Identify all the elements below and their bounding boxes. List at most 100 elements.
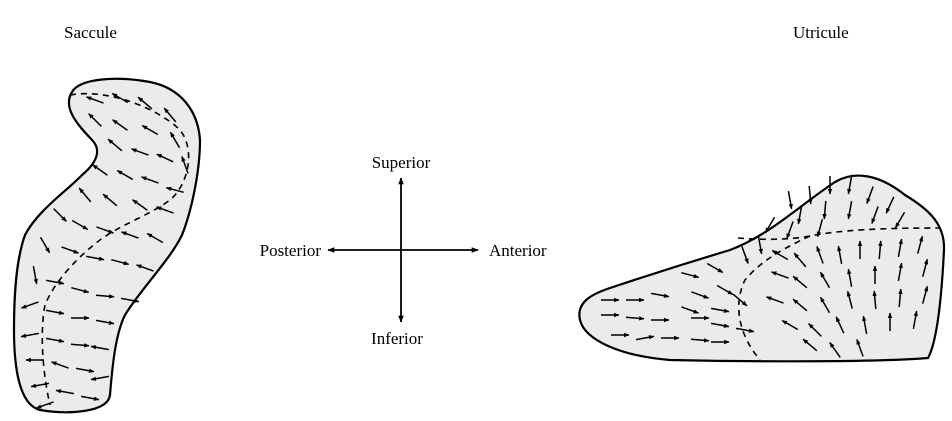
hair-cell-arrow xyxy=(116,169,134,181)
hair-cell-arrow xyxy=(85,255,105,261)
hair-cell-arrow xyxy=(90,375,110,381)
utricule-hair-cell-vectors xyxy=(601,175,929,358)
hair-cell-arrow xyxy=(53,208,67,222)
hair-cell-arrow xyxy=(102,193,118,207)
hair-cell-arrow xyxy=(650,292,670,298)
hair-cell-arrow xyxy=(70,343,90,348)
hair-cell-arrow xyxy=(95,294,115,299)
hair-cell-arrow xyxy=(786,221,794,240)
hair-cell-arrow xyxy=(71,286,90,294)
hair-cell-arrow xyxy=(716,284,734,296)
hair-cell-arrow xyxy=(847,268,853,288)
hair-cell-arrow xyxy=(92,164,108,176)
posterior-label: Posterior xyxy=(260,241,322,260)
hair-cell-arrow xyxy=(30,382,50,388)
hair-cell-arrow xyxy=(706,262,724,274)
hair-cell-arrow xyxy=(120,231,139,239)
hair-cell-arrow xyxy=(111,258,130,266)
hair-cell-arrow xyxy=(20,301,39,309)
hair-cell-arrow xyxy=(802,338,818,352)
hair-cell-arrow xyxy=(681,271,700,279)
hair-cell-arrow xyxy=(690,338,710,343)
hair-cell-arrow xyxy=(691,291,710,299)
hair-cell-arrow xyxy=(156,153,174,163)
hair-cell-arrow xyxy=(35,401,54,409)
hair-cell-arrow xyxy=(765,296,784,304)
hair-cell-arrow xyxy=(45,337,65,343)
saccule-striola xyxy=(41,92,190,406)
hair-cell-arrow xyxy=(132,199,148,211)
hair-cell-arrow xyxy=(764,216,776,234)
hair-cell-arrow xyxy=(808,323,822,337)
hair-cell-arrow xyxy=(916,235,924,254)
hair-cell-arrow xyxy=(50,361,69,369)
hair-cell-arrow xyxy=(897,238,903,258)
hair-cell-arrow xyxy=(88,113,102,127)
utricule-diagram xyxy=(578,174,946,363)
hair-cell-arrow xyxy=(120,297,140,303)
hair-cell-arrow xyxy=(835,316,845,334)
hair-cell-arrow xyxy=(781,319,799,331)
hair-cell-arrow xyxy=(735,327,755,333)
hair-cell-arrow xyxy=(871,206,879,225)
hair-cell-arrow xyxy=(20,332,40,338)
hair-cell-arrow xyxy=(872,290,877,310)
hair-cell-arrow xyxy=(112,119,128,131)
hair-cell-arrow xyxy=(85,96,104,104)
hair-cell-arrow xyxy=(141,124,159,136)
utricule-striola-branch xyxy=(737,235,811,361)
hair-cell-arrow xyxy=(816,245,824,264)
hair-cell-arrow xyxy=(771,249,789,261)
utricule-outline xyxy=(578,174,946,363)
hair-cell-arrow xyxy=(130,148,149,156)
hair-cell-arrow xyxy=(866,186,874,205)
hair-cell-arrow xyxy=(732,293,748,307)
hair-cell-arrow xyxy=(898,288,903,308)
hair-cell-arrow xyxy=(797,205,803,225)
hair-cell-arrow xyxy=(96,226,115,234)
utricule-striola xyxy=(737,227,941,241)
hair-cell-arrow xyxy=(45,279,65,285)
hair-cell-arrow xyxy=(770,271,789,279)
hair-cell-arrow xyxy=(95,319,115,325)
hair-cell-arrow xyxy=(710,322,730,328)
hair-cell-arrow xyxy=(181,155,189,174)
hair-cell-arrow xyxy=(135,264,154,272)
hair-cell-arrow xyxy=(625,316,645,321)
inferior-label: Inferior xyxy=(371,329,423,348)
hair-cell-arrow xyxy=(155,206,174,214)
hair-cell-arrow xyxy=(819,296,831,314)
hair-cell-arrow xyxy=(862,315,868,335)
hair-cell-arrow xyxy=(837,245,843,265)
hair-cell-arrow xyxy=(878,240,883,260)
hair-cell-arrow xyxy=(681,306,700,314)
saccule-title: Saccule xyxy=(64,23,117,42)
hair-cell-arrow xyxy=(61,246,80,254)
hair-cell-arrow xyxy=(107,138,123,152)
hair-cell-arrow xyxy=(847,200,853,220)
hair-cell-arrow xyxy=(816,219,824,238)
saccule-diagram xyxy=(12,77,202,414)
hair-cell-arrow xyxy=(819,271,831,289)
saccule-outline xyxy=(12,77,202,414)
hair-cell-arrow xyxy=(829,342,841,358)
hair-cell-arrow xyxy=(163,107,177,123)
hair-cell-arrow xyxy=(822,200,827,220)
hair-cell-arrow xyxy=(757,235,763,255)
hair-cell-arrow xyxy=(75,367,95,373)
hair-cell-arrow xyxy=(792,298,808,312)
hair-cell-arrow xyxy=(45,309,65,315)
hair-cell-arrow xyxy=(912,310,918,330)
hair-cell-arrow xyxy=(847,175,853,195)
hair-cell-arrow xyxy=(787,190,793,210)
hair-cell-arrow xyxy=(169,131,181,149)
hair-cell-arrow xyxy=(793,252,807,268)
hair-cell-arrow xyxy=(856,338,864,357)
hair-cell-arrow xyxy=(921,258,929,277)
hair-cell-arrow xyxy=(78,187,92,203)
hair-cell-arrow xyxy=(165,186,184,194)
hair-cell-arrow xyxy=(137,96,153,110)
hair-cell-arrow xyxy=(792,275,808,289)
hair-cell-arrow xyxy=(894,211,906,229)
